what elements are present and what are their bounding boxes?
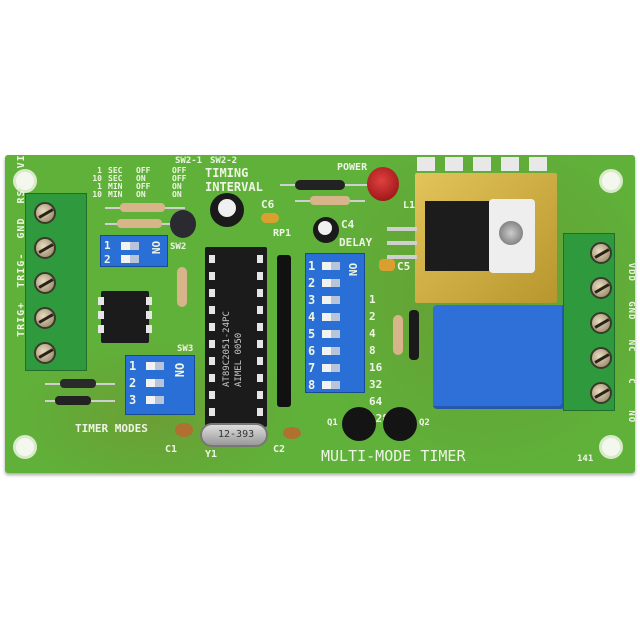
ic-8pin [98, 291, 152, 343]
resistor [120, 203, 165, 212]
dip-toggle[interactable] [322, 313, 340, 321]
transistor [170, 210, 196, 238]
terminal-screw [590, 242, 612, 264]
capacitor-c5 [379, 259, 395, 271]
mounting-hole-top-right [599, 169, 623, 193]
capacitor-c4 [313, 217, 339, 243]
terminal-screw [590, 277, 612, 299]
dip-toggle[interactable] [322, 330, 340, 338]
terminal-screw [590, 347, 612, 369]
power-label: POWER [337, 162, 368, 173]
dip-toggle[interactable] [121, 242, 139, 250]
capacitor-c1 [175, 423, 193, 437]
diode [295, 180, 345, 190]
capacitor-c6 [261, 213, 279, 223]
dip-toggle[interactable] [322, 347, 340, 355]
right-terminal-block [563, 233, 615, 411]
dip-toggle[interactable] [322, 364, 340, 372]
terminal-screw [590, 312, 612, 334]
delay-label: DELAY [339, 236, 373, 249]
terminal-screw [34, 202, 56, 224]
timing-header-sw2-2: SW2-2 [210, 156, 238, 166]
interval-label: INTERVAL [205, 180, 263, 194]
heatsink-fins [417, 157, 555, 175]
terminal-screw [34, 342, 56, 364]
terminal-screw [590, 382, 612, 404]
right-terminal-labels: VDD GND NC C NO [626, 262, 635, 424]
resistor [393, 315, 403, 355]
mounting-hole-bottom-right [599, 435, 623, 459]
resistor [177, 267, 187, 307]
board-number: 141 [577, 454, 594, 464]
resistor [117, 219, 162, 228]
dip-switch-sw2[interactable]: 1 2 ON [100, 235, 168, 267]
mounting-hole-top-left [13, 169, 37, 193]
transistor-q2 [383, 407, 417, 441]
dip-toggle[interactable] [322, 381, 340, 389]
dip-toggle[interactable] [146, 379, 164, 387]
dip-toggle[interactable] [146, 362, 164, 370]
terminal-screw [34, 272, 56, 294]
diode [55, 396, 91, 405]
dip-toggle[interactable] [322, 262, 340, 270]
timing-label: TIMING [205, 166, 249, 180]
diode [60, 379, 96, 388]
dip-toggle[interactable] [121, 255, 139, 263]
power-led [367, 167, 399, 201]
relay [433, 305, 565, 409]
mounting-hole-bottom-left [13, 435, 37, 459]
dip-toggle[interactable] [322, 279, 340, 287]
dip-toggle[interactable] [322, 296, 340, 304]
terminal-screw [34, 237, 56, 259]
crystal-y1: 12-393 [200, 423, 268, 447]
timer-modes-label: TIMER MODES [75, 422, 148, 435]
terminal-screw [34, 307, 56, 329]
timing-header-sw2-1: SW2-1 [175, 156, 203, 166]
dip-switch-sw3[interactable]: 1 2 3 ON [125, 355, 195, 415]
transistor-q1 [342, 407, 376, 441]
dip-toggle[interactable] [146, 396, 164, 404]
capacitor [210, 193, 244, 227]
resistor [310, 196, 350, 205]
diode [409, 310, 419, 360]
heatsink [415, 173, 557, 303]
capacitor-c2 [283, 427, 301, 439]
resistor-pack [277, 255, 291, 407]
board-title: MULTI-MODE TIMER [321, 447, 466, 465]
left-terminal-block [25, 193, 87, 371]
